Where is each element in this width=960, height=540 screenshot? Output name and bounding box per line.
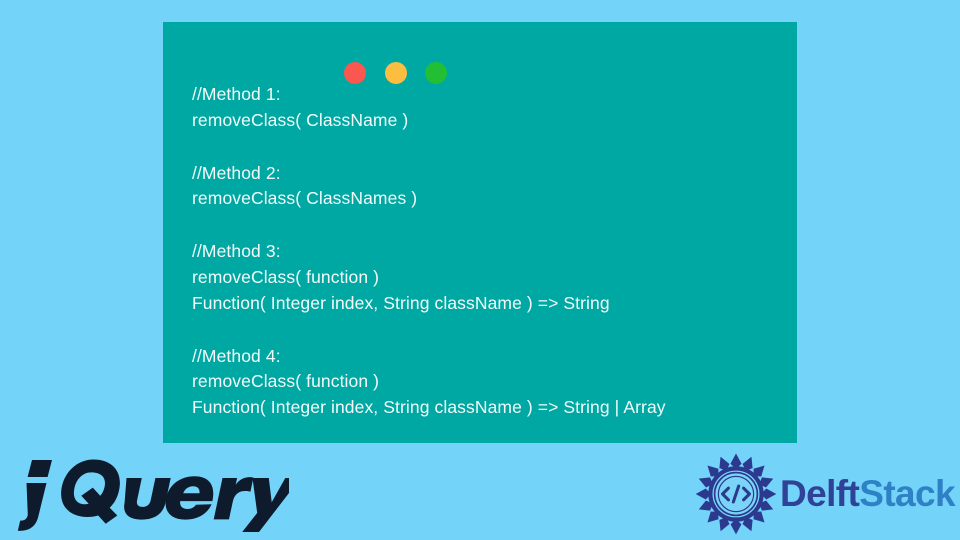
- code-line: //Method 4:: [192, 345, 281, 366]
- code-line: //Method 2:: [192, 162, 281, 183]
- code-line-blank: [192, 317, 787, 344]
- code-line: removeClass( function ): [192, 266, 380, 287]
- code-window-titlebar: [163, 22, 797, 78]
- code-line: removeClass( ClassName ): [192, 109, 409, 130]
- code-line: removeClass( ClassNames ): [192, 188, 418, 209]
- window-maximize-button[interactable]: [425, 62, 447, 84]
- code-line: //Method 1:: [192, 84, 281, 104]
- window-minimize-button[interactable]: [385, 62, 407, 84]
- delftstack-word-primary: Delft: [780, 473, 860, 514]
- code-window: //Method 1: removeClass( ClassName ) //M…: [163, 22, 797, 443]
- delftstack-wordmark: DelftStack: [780, 473, 956, 515]
- jquery-wordmark-icon: [17, 459, 289, 532]
- delftstack-word-secondary: Stack: [859, 473, 955, 514]
- jquery-logo: [14, 452, 289, 532]
- code-line: removeClass( function ): [192, 371, 380, 392]
- delftstack-logo: DelftStack: [694, 452, 956, 536]
- code-line: Function( Integer index, String classNam…: [192, 292, 610, 313]
- window-close-button[interactable]: [344, 62, 366, 84]
- code-line-blank: [192, 212, 787, 239]
- code-line: Function( Integer index, String classNam…: [192, 397, 666, 418]
- delftstack-emblem-icon: [694, 452, 778, 536]
- code-line-blank: [192, 134, 787, 161]
- code-line: //Method 3:: [192, 241, 281, 262]
- code-block: //Method 1: removeClass( ClassName ) //M…: [192, 82, 787, 421]
